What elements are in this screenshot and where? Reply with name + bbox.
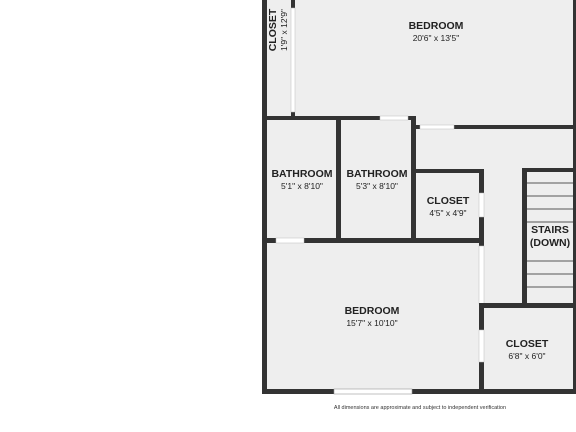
wall-bottom [262, 389, 576, 394]
window-bottom [333, 388, 413, 395]
wall-bedroom-top-bottom-right [415, 125, 573, 129]
door-bedroom-bottom [478, 245, 485, 305]
wall-closet-middle-right [479, 169, 484, 303]
wall-closet-middle-top [414, 169, 483, 173]
bedroom-bottom-dims: 15'7" x 10'10" [346, 318, 397, 328]
wall-bedroom-bottom-top [265, 238, 483, 243]
disclaimer-text: All dimensions are approximate and subje… [333, 405, 507, 411]
closet-bottom-right-name: CLOSET [506, 338, 549, 350]
closet-bottom-right-dims: 6'8" x 6'0" [508, 351, 545, 361]
wall-closet-bottom-top [479, 303, 573, 308]
stairs-name-line1: STAIRS [531, 224, 569, 236]
bathroom-2-name: BATHROOM [346, 168, 407, 180]
door-bedroom-top [419, 124, 455, 130]
bedroom-bottom-name: BEDROOM [345, 305, 400, 317]
door-bathroom-1 [275, 237, 305, 244]
bathroom-1-name: BATHROOM [271, 168, 332, 180]
bathroom-1-dims: 5'1" x 8'10" [281, 181, 323, 191]
bathroom-2-dims: 5'3" x 8'10" [356, 181, 398, 191]
stair-treads [527, 182, 573, 288]
wall-stairs-top [522, 168, 573, 172]
stairs-name-line2: (DOWN) [530, 237, 570, 249]
closet-middle-dims: 4'5" x 4'9" [429, 208, 466, 218]
wall-bathroom2-right [411, 116, 416, 242]
closet-middle-name: CLOSET [427, 195, 470, 207]
wall-bathroom-divider [336, 116, 341, 242]
door-bathroom-2 [379, 115, 409, 121]
wall-right [573, 0, 576, 394]
bedroom-top-dims: 20'6" x 13'5" [413, 33, 460, 43]
bedroom-top-name: BEDROOM [409, 20, 464, 32]
closet-top-left-dims: 1'9" x 12'9" [279, 9, 289, 51]
door-closet-middle [478, 192, 485, 218]
door-closet-top [290, 7, 296, 113]
door-closet-bottom [478, 329, 485, 363]
closet-top-left-name: CLOSET [267, 8, 279, 51]
wall-left [262, 0, 267, 394]
wall-stairs-left [522, 170, 527, 305]
